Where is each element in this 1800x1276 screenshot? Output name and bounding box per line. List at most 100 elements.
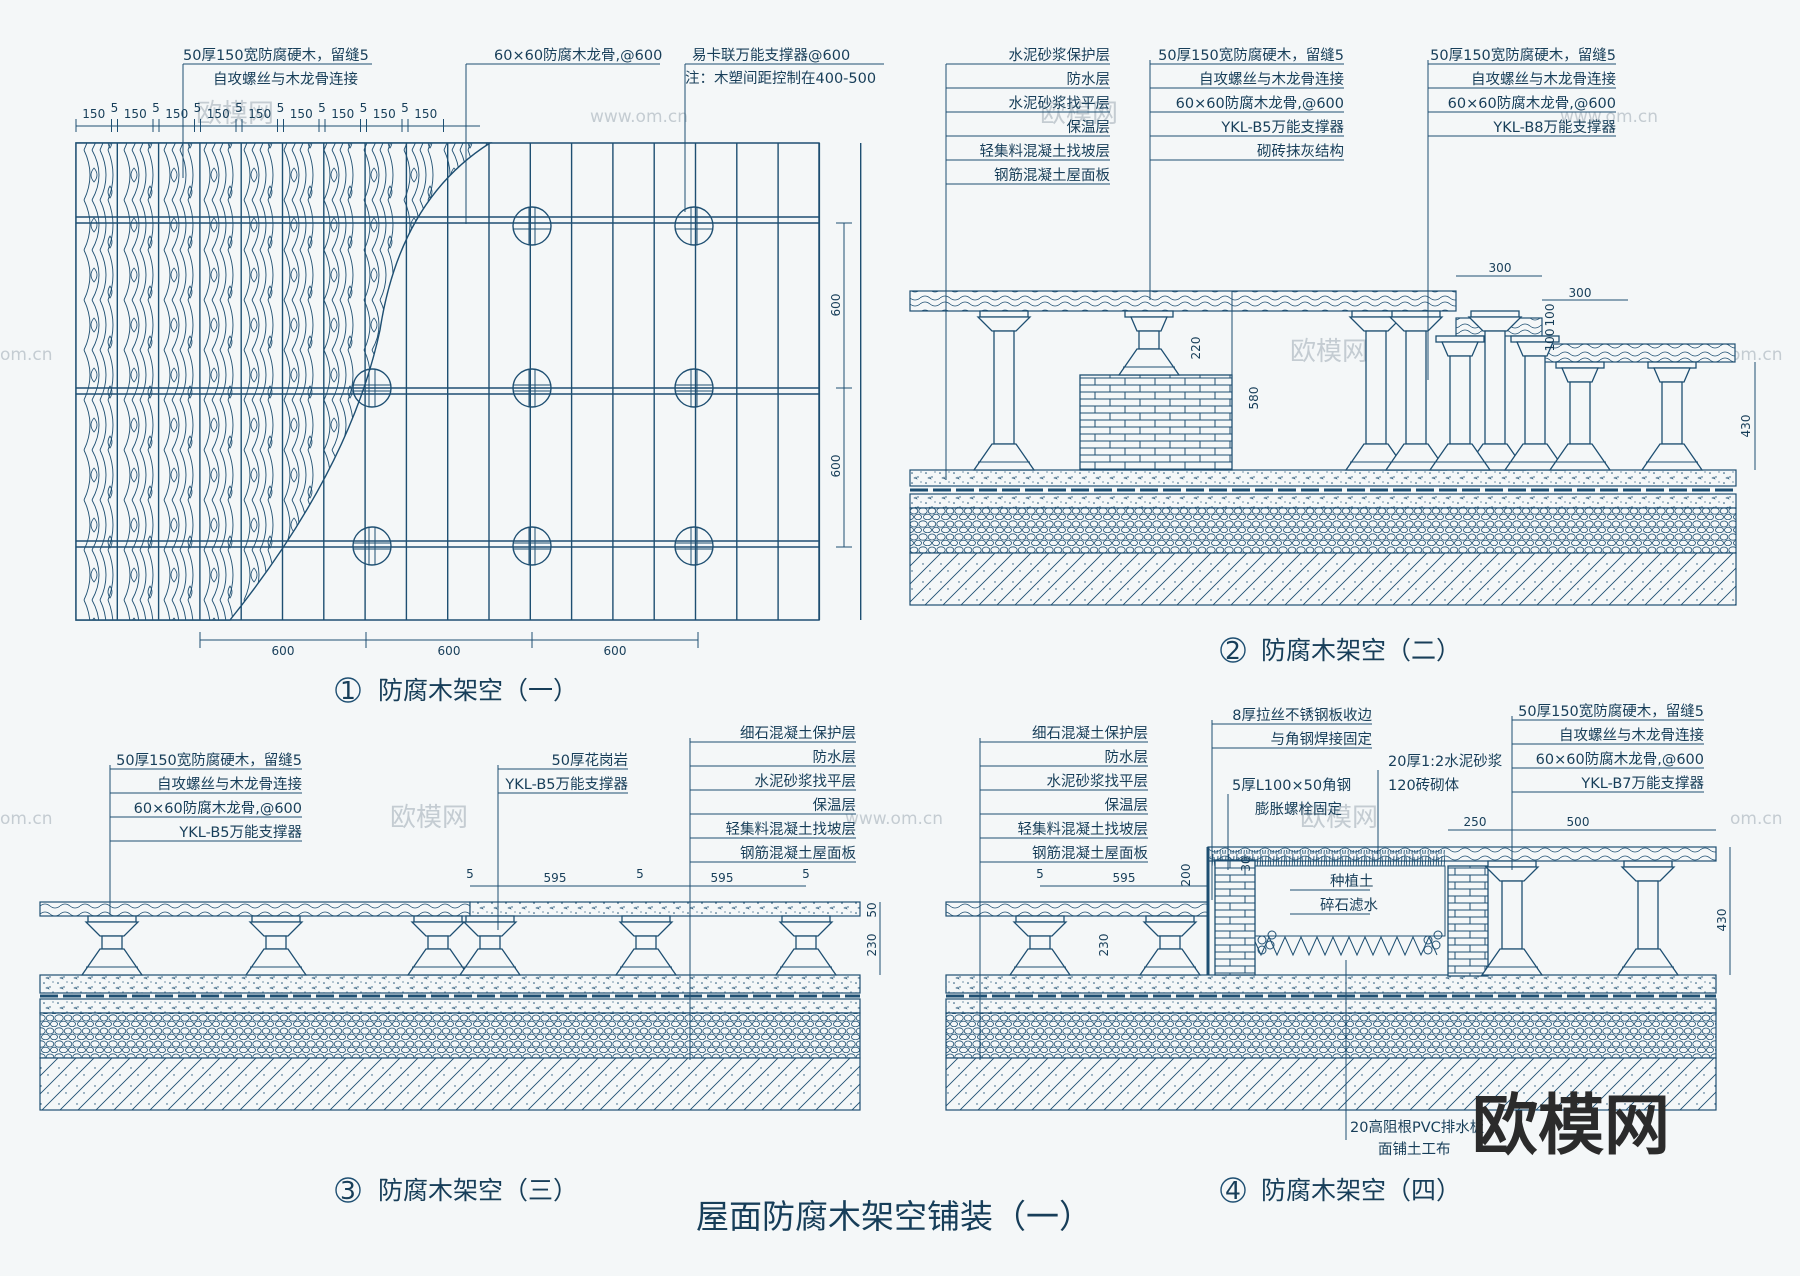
top-dim: 150 <box>248 107 271 121</box>
pedestal <box>1503 335 1567 471</box>
top-dim: 150 <box>414 107 437 121</box>
leader-label: YKL-B7万能支撑器 <box>1580 775 1704 792</box>
dim: 100 <box>1543 304 1557 327</box>
leader-label: 种植土 <box>1330 873 1374 890</box>
leader-label: 20厚1:2水泥砂浆 <box>1388 752 1502 770</box>
brand-logo: 欧模网 <box>1472 1087 1670 1164</box>
dim: 5 <box>802 867 810 881</box>
leader-label: 自攻螺丝与木龙骨连接 <box>1559 727 1704 744</box>
leader-label: 8厚拉丝不锈钢板收边 <box>1232 706 1372 724</box>
deck-board-left <box>945 901 1209 917</box>
leader-label: 面铺土工布 <box>1378 1141 1451 1158</box>
support-pedestals <box>80 915 838 976</box>
deck-board-main <box>909 290 1457 312</box>
leader-label: 与角钢焊接固定 <box>1271 731 1373 748</box>
leader-label: 防水层 <box>1105 749 1149 766</box>
leader-label: YKL-B8万能支撑器 <box>1492 119 1616 136</box>
layer-gravel <box>909 507 1737 554</box>
caption-4: 4 防腐木架空（四） <box>1220 1176 1461 1205</box>
top-dim: 5 <box>401 101 409 115</box>
dim: 300 <box>1569 286 1592 300</box>
note-joist: 60×60防腐木龙骨,@600 <box>494 46 662 64</box>
pedestal <box>614 915 678 976</box>
leader-label: 细石混凝土保护层 <box>740 725 856 742</box>
pedestal <box>1117 310 1181 376</box>
leader-label: 60×60防腐木龙骨,@600 <box>1176 94 1344 112</box>
support-pedestal-symbol <box>512 526 552 566</box>
caption-text: 防腐木架空（一） <box>378 676 578 705</box>
leader-label: 砌砖抹灰结构 <box>1257 143 1344 160</box>
dim: 200 <box>1179 864 1193 887</box>
pedestal <box>1463 310 1527 471</box>
note-support: 易卡联万能支撑器@600 <box>692 47 850 64</box>
leader-label: 水泥砂浆找平层 <box>1009 94 1111 112</box>
caption-1: 1 防腐木架空（一） <box>335 676 578 705</box>
top-dim: 5 <box>318 101 326 115</box>
leader-label: 60×60防腐木龙骨,@600 <box>1536 750 1704 768</box>
dim: 595 <box>711 871 734 885</box>
leader-label: 钢筋混凝土屋面板 <box>1032 844 1148 862</box>
dim: 220 <box>1189 337 1203 360</box>
leader-label: YKL-B5万能支撑器 <box>1220 119 1344 136</box>
leader-label: 60×60防腐木龙骨,@600 <box>1448 94 1616 112</box>
watermark-url: om.cn <box>1730 345 1783 365</box>
top-dim: 5 <box>152 101 160 115</box>
watermark: 欧模网 <box>1040 99 1118 129</box>
support-pedestal-symbol <box>674 526 714 566</box>
support-pedestal-symbol <box>512 368 552 408</box>
support-pedestal-symbol <box>674 368 714 408</box>
caption-number: 3 <box>340 1176 356 1205</box>
bottom-dim: 600 <box>604 644 627 658</box>
leader-label: 60×60防腐木龙骨,@600 <box>134 799 302 817</box>
watermark-url: www.om.cn <box>845 809 943 829</box>
brick-wall-left <box>1214 859 1256 976</box>
caption-number: 4 <box>1225 1176 1241 1205</box>
watermark-url: om.cn <box>0 345 53 365</box>
pedestal <box>406 915 470 976</box>
leader-label: 膨胀螺栓固定 <box>1255 801 1342 818</box>
pedestal <box>1548 361 1612 471</box>
top-dim: 150 <box>207 107 230 121</box>
dim: 300 <box>1489 261 1512 275</box>
leader-label: YKL-B5万能支撑器 <box>178 824 302 841</box>
leader-label: 自攻螺丝与木龙骨连接 <box>157 776 302 793</box>
pedestal <box>80 915 144 976</box>
pedestal <box>1616 860 1680 976</box>
layer-leaders: 50厚150宽防腐硬木，留缝5自攻螺丝与木龙骨连接60×60防腐木龙骨,@600… <box>109 725 856 1060</box>
leader-label: 保温层 <box>1105 797 1149 814</box>
layer-leaders: 水泥砂浆保护层防水层水泥砂浆找平层保温层轻集料混凝土找坡层钢筋混凝土屋面板50厚… <box>945 46 1616 480</box>
dim: 430 <box>1715 909 1729 932</box>
note-deck-a: 50厚150宽防腐硬木，留缝5 <box>183 46 369 64</box>
dim: 5 <box>1036 867 1044 881</box>
pedestal <box>1384 310 1448 471</box>
support-pedestals <box>352 206 714 566</box>
leader-label: 120砖砌体 <box>1388 777 1460 794</box>
top-dim: 150 <box>331 107 354 121</box>
watermark: 欧模网 <box>390 803 468 833</box>
dim: 500 <box>1567 815 1590 829</box>
dim: 580 <box>1247 387 1261 410</box>
caption-number: 1 <box>340 676 356 705</box>
pedestal <box>458 915 522 976</box>
leader-label: YKL-B5万能支撑器 <box>504 776 628 793</box>
filter-stones <box>1257 930 1443 955</box>
deck-board-lower <box>1534 343 1736 363</box>
pedestal <box>1138 915 1202 976</box>
pedestal <box>244 915 308 976</box>
leader-label: 5厚L100×50角钢 <box>1232 777 1351 794</box>
note-spacing: 注：木塑间距控制在400-500 <box>685 70 876 87</box>
dim: 50 <box>865 902 879 917</box>
watermark-url: www.om.cn <box>590 107 688 127</box>
leader-label: 碎石滤水 <box>1320 897 1378 914</box>
side-dim: 600 <box>829 455 843 478</box>
pedestal <box>1480 860 1544 976</box>
leader-label: 水泥砂浆保护层 <box>1009 46 1111 64</box>
caption-text: 防腐木架空（二） <box>1261 636 1461 665</box>
leader-label: 20高阻根PVC排水板 <box>1350 1118 1485 1136</box>
granite-slab <box>469 901 861 917</box>
leader-label: 轻集料混凝土找坡层 <box>980 143 1111 160</box>
layer-leaders: 细石混凝土保护层防水层水泥砂浆找平层保温层轻集料混凝土找坡层钢筋混凝土屋面板8厚… <box>979 702 1704 1158</box>
brick-wall-right <box>1447 865 1489 977</box>
diagram-3-section: 50厚150宽防腐硬木，留缝5自攻螺丝与木龙骨连接60×60防腐木龙骨,@600… <box>39 725 881 1205</box>
